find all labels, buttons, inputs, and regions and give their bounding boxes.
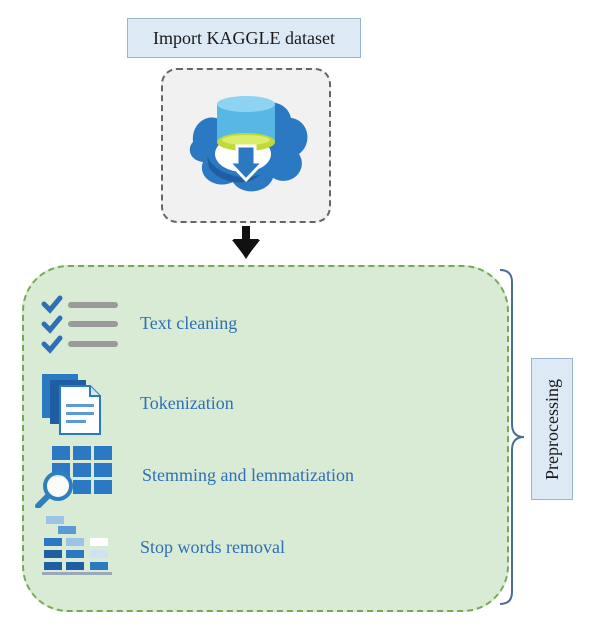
preprocessing-bracket — [498, 268, 528, 606]
blocks-removal-icon — [42, 516, 112, 575]
step-text-cleaning: Text cleaning — [38, 290, 237, 356]
curly-brace-icon — [499, 269, 525, 605]
flow-arrow — [226, 224, 266, 264]
checklist-icon — [41, 295, 118, 354]
step-stemming-lemmatization: Stemming and lemmatization — [34, 442, 354, 508]
import-icon-container — [161, 68, 331, 223]
preprocessing-label: Preprocessing — [541, 378, 562, 480]
step-label: Tokenization — [140, 392, 234, 413]
step-stop-words-removal: Stop words removal — [38, 514, 285, 580]
preprocessing-label-box: Preprocessing — [531, 358, 573, 500]
import-dataset-label-box: Import KAGGLE dataset — [127, 18, 361, 58]
step-label: Text cleaning — [140, 312, 238, 333]
step-label: Stemming and lemmatization — [142, 464, 354, 485]
step-tokenization: Tokenization — [38, 370, 234, 436]
documents-icon — [42, 374, 101, 435]
database-download-icon — [189, 96, 308, 192]
grid-search-icon — [35, 446, 112, 508]
step-label: Stop words removal — [140, 536, 285, 557]
down-arrow-icon — [232, 226, 260, 259]
import-dataset-label: Import KAGGLE dataset — [153, 27, 335, 48]
